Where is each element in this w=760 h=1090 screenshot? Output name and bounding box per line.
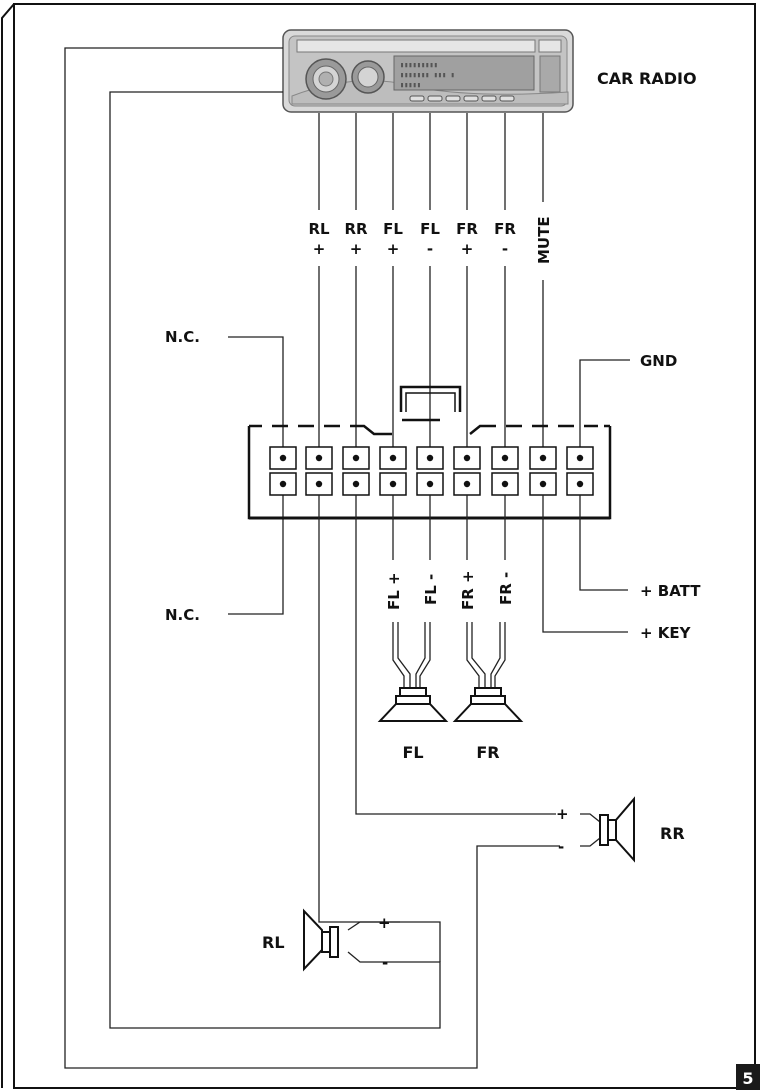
pin-contact-dot — [389, 480, 397, 488]
preset-buttons — [409, 95, 515, 102]
display-row-2: ▮▮▮▮▮▮▮ ▮▮▮ ▮ — [400, 71, 455, 79]
pin-contact-dot — [463, 480, 471, 488]
front-label-fl-minus: FL - — [422, 574, 440, 605]
pin-contact-dot — [576, 454, 584, 462]
wire-sign-fl-minus: - — [427, 240, 433, 258]
bottom-wires — [318, 495, 628, 962]
batt-label: + BATT — [640, 582, 701, 600]
pin-contact-dot — [576, 480, 584, 488]
page-number: 5 — [742, 1069, 753, 1088]
rear-speaker-loops — [64, 47, 560, 1069]
rr-plus-sign: + — [556, 805, 569, 823]
fr-speaker-label: FR — [476, 743, 499, 762]
pin-contact-dot — [315, 454, 323, 462]
page-number-badge — [736, 1064, 760, 1090]
wire-label-rr: RR — [344, 220, 368, 238]
wire-label-rl: RL — [308, 220, 330, 238]
pin-contact-dot — [279, 480, 287, 488]
connector-pins — [269, 446, 594, 496]
pin-contact-dot — [501, 454, 509, 462]
front-label-fl-plus: FL + — [385, 572, 403, 610]
wire-sign-fr-minus: - — [502, 240, 508, 258]
pin-contact-dot — [539, 480, 547, 488]
pin-contact-dot — [352, 480, 360, 488]
fr-speaker-icon — [452, 687, 524, 722]
front-label-fr-minus: FR - — [497, 572, 515, 605]
rl-speaker-label: RL — [262, 933, 285, 952]
display-row-1: ▮▮▮▮▮▮▮▮▮ — [400, 61, 438, 69]
wire-label-fl-minus: FL — [420, 220, 440, 238]
wire-label-fr-plus: FR — [456, 220, 478, 238]
wire-label-fr-minus: FR — [494, 220, 516, 238]
wire-sign-rl: + — [313, 240, 326, 258]
pin-contact-dot — [352, 454, 360, 462]
wire-sign-rr: + — [350, 240, 363, 258]
pin-contact-dot — [501, 480, 509, 488]
nc-top-label: N.C. — [165, 328, 200, 346]
pin-contact-dot — [426, 454, 434, 462]
page-corner-cut — [0, 3, 15, 1088]
rl-speaker-icon — [303, 908, 400, 972]
rl-plus-sign: + — [378, 914, 391, 932]
gnd-line — [579, 359, 630, 448]
pin-contact-dot — [389, 454, 397, 462]
front-label-fr-plus: FR + — [459, 570, 477, 610]
wire-sign-fl-plus: + — [387, 240, 400, 258]
pin-contact-dot — [539, 454, 547, 462]
fl-speaker-label: FL — [402, 743, 423, 762]
pin-contact-dot — [463, 454, 471, 462]
key-label: + KEY — [640, 624, 692, 642]
wire-label-mute: MUTE — [535, 216, 553, 264]
pin-contact-dot — [315, 480, 323, 488]
front-speaker-wires — [392, 622, 506, 688]
display-row-3: ▮▮▮▮▮ — [400, 81, 421, 89]
radio-wires — [318, 113, 544, 448]
fl-speaker-icon — [377, 687, 449, 722]
top-wire-labels: RL + RR + FL + FL - FR + FR - MUTE — [308, 216, 553, 264]
pin-contact-dot — [426, 480, 434, 488]
car-radio: ▮▮▮▮▮▮▮▮▮ ▮▮▮▮▮▮▮ ▮▮▮ ▮ ▮▮▮▮▮ — [282, 29, 574, 113]
rl-minus-sign: - — [382, 954, 388, 972]
rr-speaker-label: RR — [660, 824, 685, 843]
rr-minus-sign: - — [558, 838, 564, 856]
rr-speaker-icon — [580, 796, 635, 863]
wire-label-fl-plus: FL — [383, 220, 403, 238]
pin-contact-dot — [279, 454, 287, 462]
gnd-label: GND — [640, 352, 677, 370]
nc-bottom-label: N.C. — [165, 606, 200, 624]
car-radio-label: CAR RADIO — [597, 69, 697, 88]
front-wire-labels: FL + FL - FR + FR - — [385, 570, 515, 610]
radio-display — [393, 55, 535, 91]
nc-lines — [228, 336, 284, 615]
wire-sign-fr-plus: + — [461, 240, 474, 258]
